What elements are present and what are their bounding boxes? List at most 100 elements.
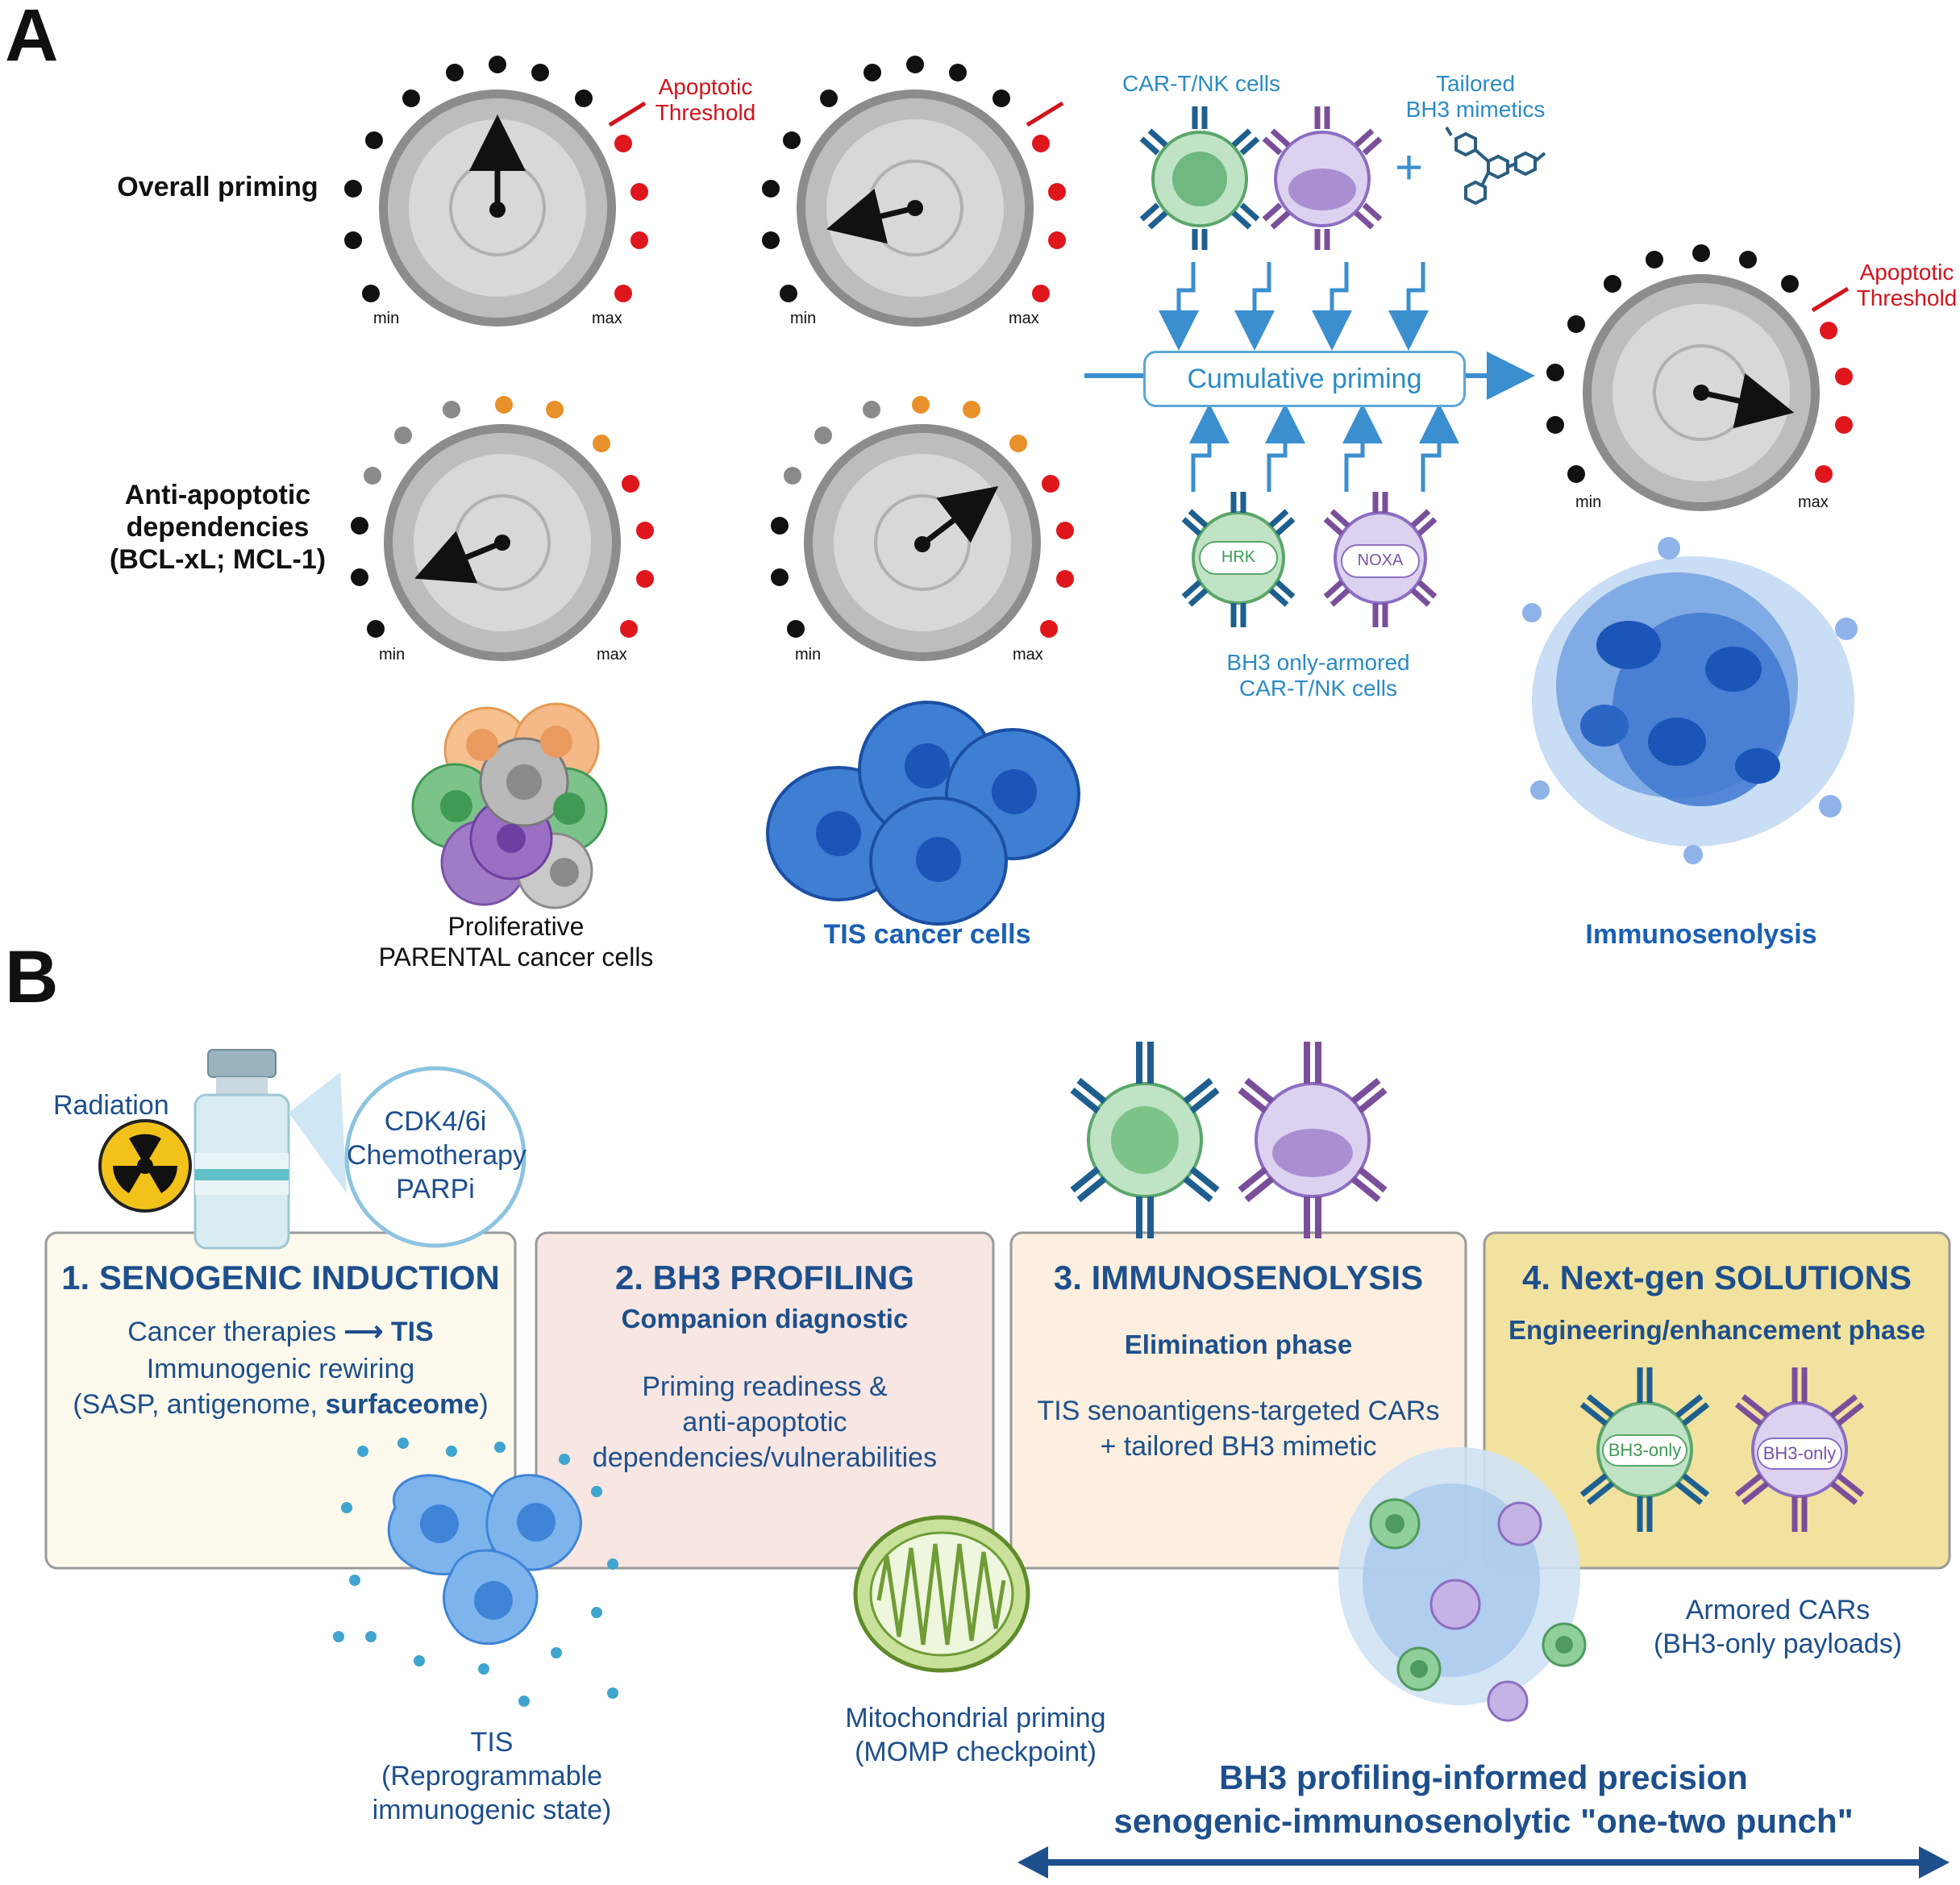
tis-caption-1: TIS: [470, 1727, 514, 1758]
car-nk-cell-purple: [1262, 106, 1383, 250]
tis-secretory-cells: [333, 1438, 618, 1707]
final-line-2: senogenic-immunosenolytic "one-two punch…: [1113, 1802, 1854, 1840]
stage4-subtitle: Engineering/enhancement phase: [1508, 1315, 1926, 1345]
armored-line-1: BH3 only-armored: [1226, 650, 1410, 675]
mito-caption-2: (MOMP checkpoint): [855, 1737, 1097, 1767]
radiation-icon: [98, 1119, 192, 1213]
stage3-immune-cell-green: [1070, 1042, 1220, 1238]
car-t-nk-label: CAR-T/NK cells: [1121, 71, 1280, 96]
stage1-therapies-line: Cancer therapies ⟶ TIS: [46, 1315, 515, 1349]
up-arrows: [1189, 403, 1459, 492]
armored-cell-noxa: [1323, 492, 1438, 627]
final-line-1: BH3 profiling-informed precision: [1219, 1758, 1748, 1796]
stage2-box: [535, 1231, 995, 1570]
double-arrow: [1017, 1846, 1950, 1879]
anti-apoptotic-line-1: Anti-apoptotic: [124, 480, 311, 510]
tis-caption-3: immunogenic state): [372, 1795, 612, 1825]
armored-cell-hrk: [1181, 492, 1296, 627]
armored-line-2: CAR-T/NK cells: [1238, 676, 1397, 701]
armored-caption-1: Armored CARs: [1685, 1595, 1871, 1625]
stage3-immune-cell-purple: [1238, 1042, 1388, 1238]
threshold-line-1a: Apoptotic: [658, 74, 753, 99]
anti-apoptotic-line-3: (BCL-xL; MCL-1): [109, 544, 327, 575]
parental-line-1: Proliferative: [447, 912, 585, 941]
parental-line-2: PARENTAL cancer cells: [378, 943, 654, 972]
hrk-label: HRK: [1221, 548, 1256, 566]
threshold-line-1b: Threshold: [655, 100, 756, 125]
plus-icon: +: [1395, 140, 1424, 194]
tis-caption: TIS (Reprogrammable immunogenic state): [314, 1725, 669, 1827]
parental-cell-cluster: [411, 702, 608, 909]
stage1-tis: TIS: [390, 1317, 434, 1347]
stage2-content: 2. BH3 PROFILING Companion diagnostic Pr…: [536, 1233, 993, 1568]
stage1-line3-pre: (SASP, antigenome,: [73, 1389, 326, 1420]
max-label: max: [1798, 493, 1829, 511]
drug-bubble: [289, 1066, 526, 1248]
immunosenolysis-caption: Immunosenolysis: [1585, 919, 1817, 950]
stage2-body-2: anti-apoptotic: [682, 1407, 847, 1438]
stage3-body-2: + tailored BH3 mimetic: [1100, 1431, 1377, 1462]
one-two-punch-title: BH3 profiling-informed precision senogen…: [1024, 1756, 1943, 1843]
stage2-body-3: dependencies/vulnerabilities: [592, 1442, 938, 1473]
bubble-line-2: Chemotherapy: [347, 1140, 527, 1171]
tis-caption-2: (Reprogrammable: [381, 1761, 602, 1791]
min-label: min: [790, 310, 817, 327]
min-label: min: [379, 646, 406, 664]
cumulative-priming-box: Cumulative priming: [1143, 351, 1466, 407]
panel-a-letter: A: [5, 0, 59, 77]
stage2-title: 2. BH3 PROFILING: [614, 1259, 915, 1296]
bh3-only-purple-label: BH3-only: [1762, 1443, 1837, 1463]
stage3-subtitle: Elimination phase: [1124, 1329, 1353, 1359]
stage4-cell-green: [1579, 1367, 1710, 1532]
stage3-box: [1009, 1231, 1467, 1570]
anti-apoptotic-label: Anti-apoptotic dependencies (BCL-xL; MCL…: [89, 479, 347, 576]
bubble-line-3: PARPi: [396, 1174, 475, 1205]
stage1-line2: Immunogenic rewiring: [146, 1354, 415, 1384]
min-label: min: [1575, 493, 1602, 511]
stage1-line3-post: ): [479, 1389, 489, 1420]
panel-b-letter: B: [5, 936, 59, 1018]
dial-antiapoptotic-tis: [771, 396, 1074, 661]
min-label: min: [373, 310, 400, 327]
max-label: max: [1013, 646, 1043, 664]
stage2-body-1: Priming readiness &: [642, 1371, 888, 1402]
immunosenolysis-debris: [1522, 537, 1858, 864]
stage1-content: 1. SENOGENIC INDUCTION Cancer therapies …: [46, 1233, 515, 1568]
min-label: min: [795, 646, 822, 664]
stage3-content: 3. IMMUNOSENOLYSIS Elimination phase TIS…: [1011, 1233, 1466, 1568]
parental-caption: Proliferative PARENTAL cancer cells: [339, 911, 693, 972]
mito-caption-1: Mitochondrial priming: [845, 1703, 1106, 1733]
molecule-icon: [1445, 126, 1546, 206]
armored-cars-caption: Armored CARs (BH3-only payloads): [1621, 1593, 1935, 1661]
stage1-line3: (SASP, antigenome, surfaceome): [46, 1388, 515, 1421]
stage1-title: 1. SENOGENIC INDUCTION: [61, 1259, 500, 1296]
stage1-therapies: Cancer therapies: [127, 1317, 337, 1347]
cumulative-priming-label: Cumulative priming: [1187, 363, 1422, 394]
stage1-line3-bold: surfaceome: [325, 1389, 480, 1420]
armored-caption-2: (BH3-only payloads): [1653, 1629, 1903, 1659]
stage3-title: 3. IMMUNOSENOLYSIS: [1053, 1259, 1424, 1296]
anti-apoptotic-line-2: dependencies: [126, 512, 310, 543]
stage4-title: 4. Next-gen SOLUTIONS: [1521, 1259, 1912, 1296]
dial-overall-parental: [344, 56, 648, 327]
threshold-line-2a: Apoptotic: [1859, 260, 1954, 285]
bh3-only-green-label: BH3-only: [1608, 1440, 1682, 1460]
max-label: max: [592, 310, 622, 327]
tis-cell-cluster: [766, 701, 1080, 926]
threshold-label-2: Apoptotic Threshold: [1846, 260, 1960, 311]
down-arrows: [1159, 262, 1429, 351]
mimetics-line-1: Tailored: [1435, 71, 1516, 96]
max-label: max: [1009, 310, 1039, 327]
vial-icon: [194, 1049, 290, 1250]
mito-caption: Mitochondrial priming (MOMP checkpoint): [806, 1701, 1145, 1769]
right-arrow-icon: ⟶: [343, 1317, 384, 1347]
dial-antiapoptotic-parental: [351, 396, 654, 661]
dial-cumulative: [1546, 244, 1853, 511]
armored-car-label: BH3 only-armored CAR-T/NK cells: [1193, 650, 1443, 701]
tis-cancer-cells-caption: TIS cancer cells: [823, 919, 1031, 950]
dial-overall-tis: [762, 56, 1066, 327]
max-label: max: [597, 646, 627, 664]
stage2-subtitle: Companion diagnostic: [621, 1304, 909, 1334]
noxa-label: NOXA: [1357, 551, 1404, 569]
